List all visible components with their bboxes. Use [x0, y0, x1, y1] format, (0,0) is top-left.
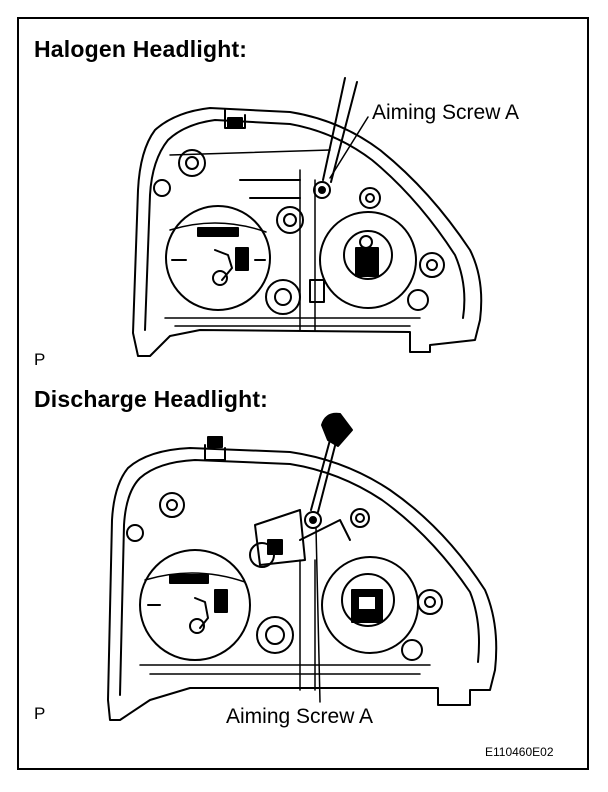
- discharge-section-title: Discharge Headlight:: [34, 386, 269, 412]
- halogen-aiming-screw-callout: Aiming Screw A: [372, 101, 520, 124]
- discharge-headlight-drawing: [107, 412, 498, 721]
- halogen-headlight-drawing: [132, 77, 483, 357]
- halogen-view-label: P: [34, 350, 46, 369]
- figure-frame: [17, 17, 589, 770]
- halogen-section-title: Halogen Headlight:: [34, 36, 248, 62]
- figure-id: E110460E02: [485, 745, 554, 759]
- discharge-aiming-screw-callout: Aiming Screw A: [226, 705, 374, 728]
- discharge-view-label: P: [34, 704, 46, 723]
